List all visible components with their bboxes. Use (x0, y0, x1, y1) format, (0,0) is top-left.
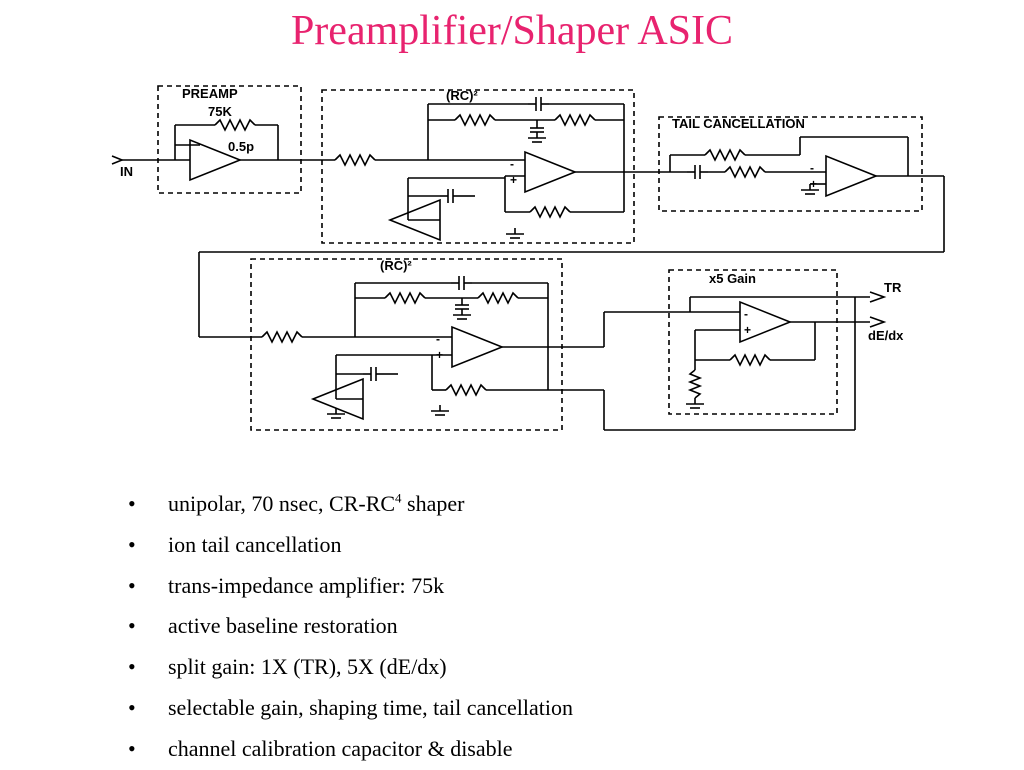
label-rc-block-2: (RC)² (380, 258, 412, 273)
list-item-text: channel calibration capacitor & disable (168, 735, 513, 761)
list-item: • split gain: 1X (TR), 5X (dE/dx) (128, 647, 573, 688)
list-item: • unipolar, 70 nsec, CR-RC4 shaper (128, 484, 573, 525)
rc-block-1 (321, 89, 635, 244)
list-item-text: split gain: 1X (TR), 5X (dE/dx) (168, 654, 447, 680)
list-item: • trans-impedance amplifier: 75k (128, 566, 573, 607)
list-item: • selectable gain, shaping time, tail ca… (128, 688, 573, 729)
label-preamp: PREAMP (182, 86, 238, 101)
label-rc-block-1: (RC)² (446, 88, 478, 103)
svg-text:+: + (810, 177, 817, 191)
label-input: IN (120, 164, 133, 179)
svg-text:-: - (744, 307, 748, 321)
bullet-marker: • (128, 735, 136, 761)
bullet-marker: • (128, 572, 136, 598)
slide-title: Preamplifier/Shaper ASIC (290, 8, 734, 54)
list-item-text: ion tail cancellation (168, 531, 342, 557)
bullet-marker: • (128, 654, 136, 680)
svg-text:+: + (510, 173, 517, 187)
label-tail-cancellation: TAIL CANCELLATION (672, 116, 805, 131)
bullet-marker: • (128, 613, 136, 639)
bullet-marker: • (128, 491, 136, 516)
gain-block (668, 269, 838, 415)
list-item: • ion tail cancellation (128, 525, 573, 566)
list-item-text-tail: shaper (401, 491, 465, 516)
label-feedback-resistor: 75K (208, 104, 232, 119)
svg-text:-: - (810, 161, 814, 175)
svg-text:-: - (436, 332, 440, 346)
schematic-diagram: - + - + - + - + PREAMP 75K 0.5p IN (RC)² TAI… (111, 85, 945, 431)
list-item: • active baseline restoration (128, 606, 573, 647)
svg-text:-: - (510, 157, 514, 171)
tail-cancellation-block (658, 116, 923, 212)
bullet-marker: • (128, 531, 136, 557)
list-item-text: active baseline restoration (168, 613, 398, 639)
label-output-tr: TR (884, 280, 902, 295)
list-item-text: unipolar, 70 nsec, CR-RC (168, 491, 396, 516)
rc-block-2 (250, 258, 563, 431)
list-item-text: selectable gain, shaping time, tail canc… (168, 694, 574, 720)
feature-list: • unipolar, 70 nsec, CR-RC4 shaper • ion… (128, 484, 573, 770)
list-item: • channel calibration capacitor & disabl… (128, 729, 573, 770)
label-feedback-capacitor: 0.5p (228, 139, 254, 154)
bullet-marker: • (128, 694, 136, 720)
list-item-text: trans-impedance amplifier: 75k (168, 572, 445, 598)
list-item-superscript: 4 (395, 490, 402, 506)
label-gain-block: x5 Gain (709, 271, 756, 286)
label-output-dedx: dE/dx (868, 328, 904, 343)
svg-text:+: + (744, 323, 751, 337)
svg-text:+: + (436, 348, 443, 362)
